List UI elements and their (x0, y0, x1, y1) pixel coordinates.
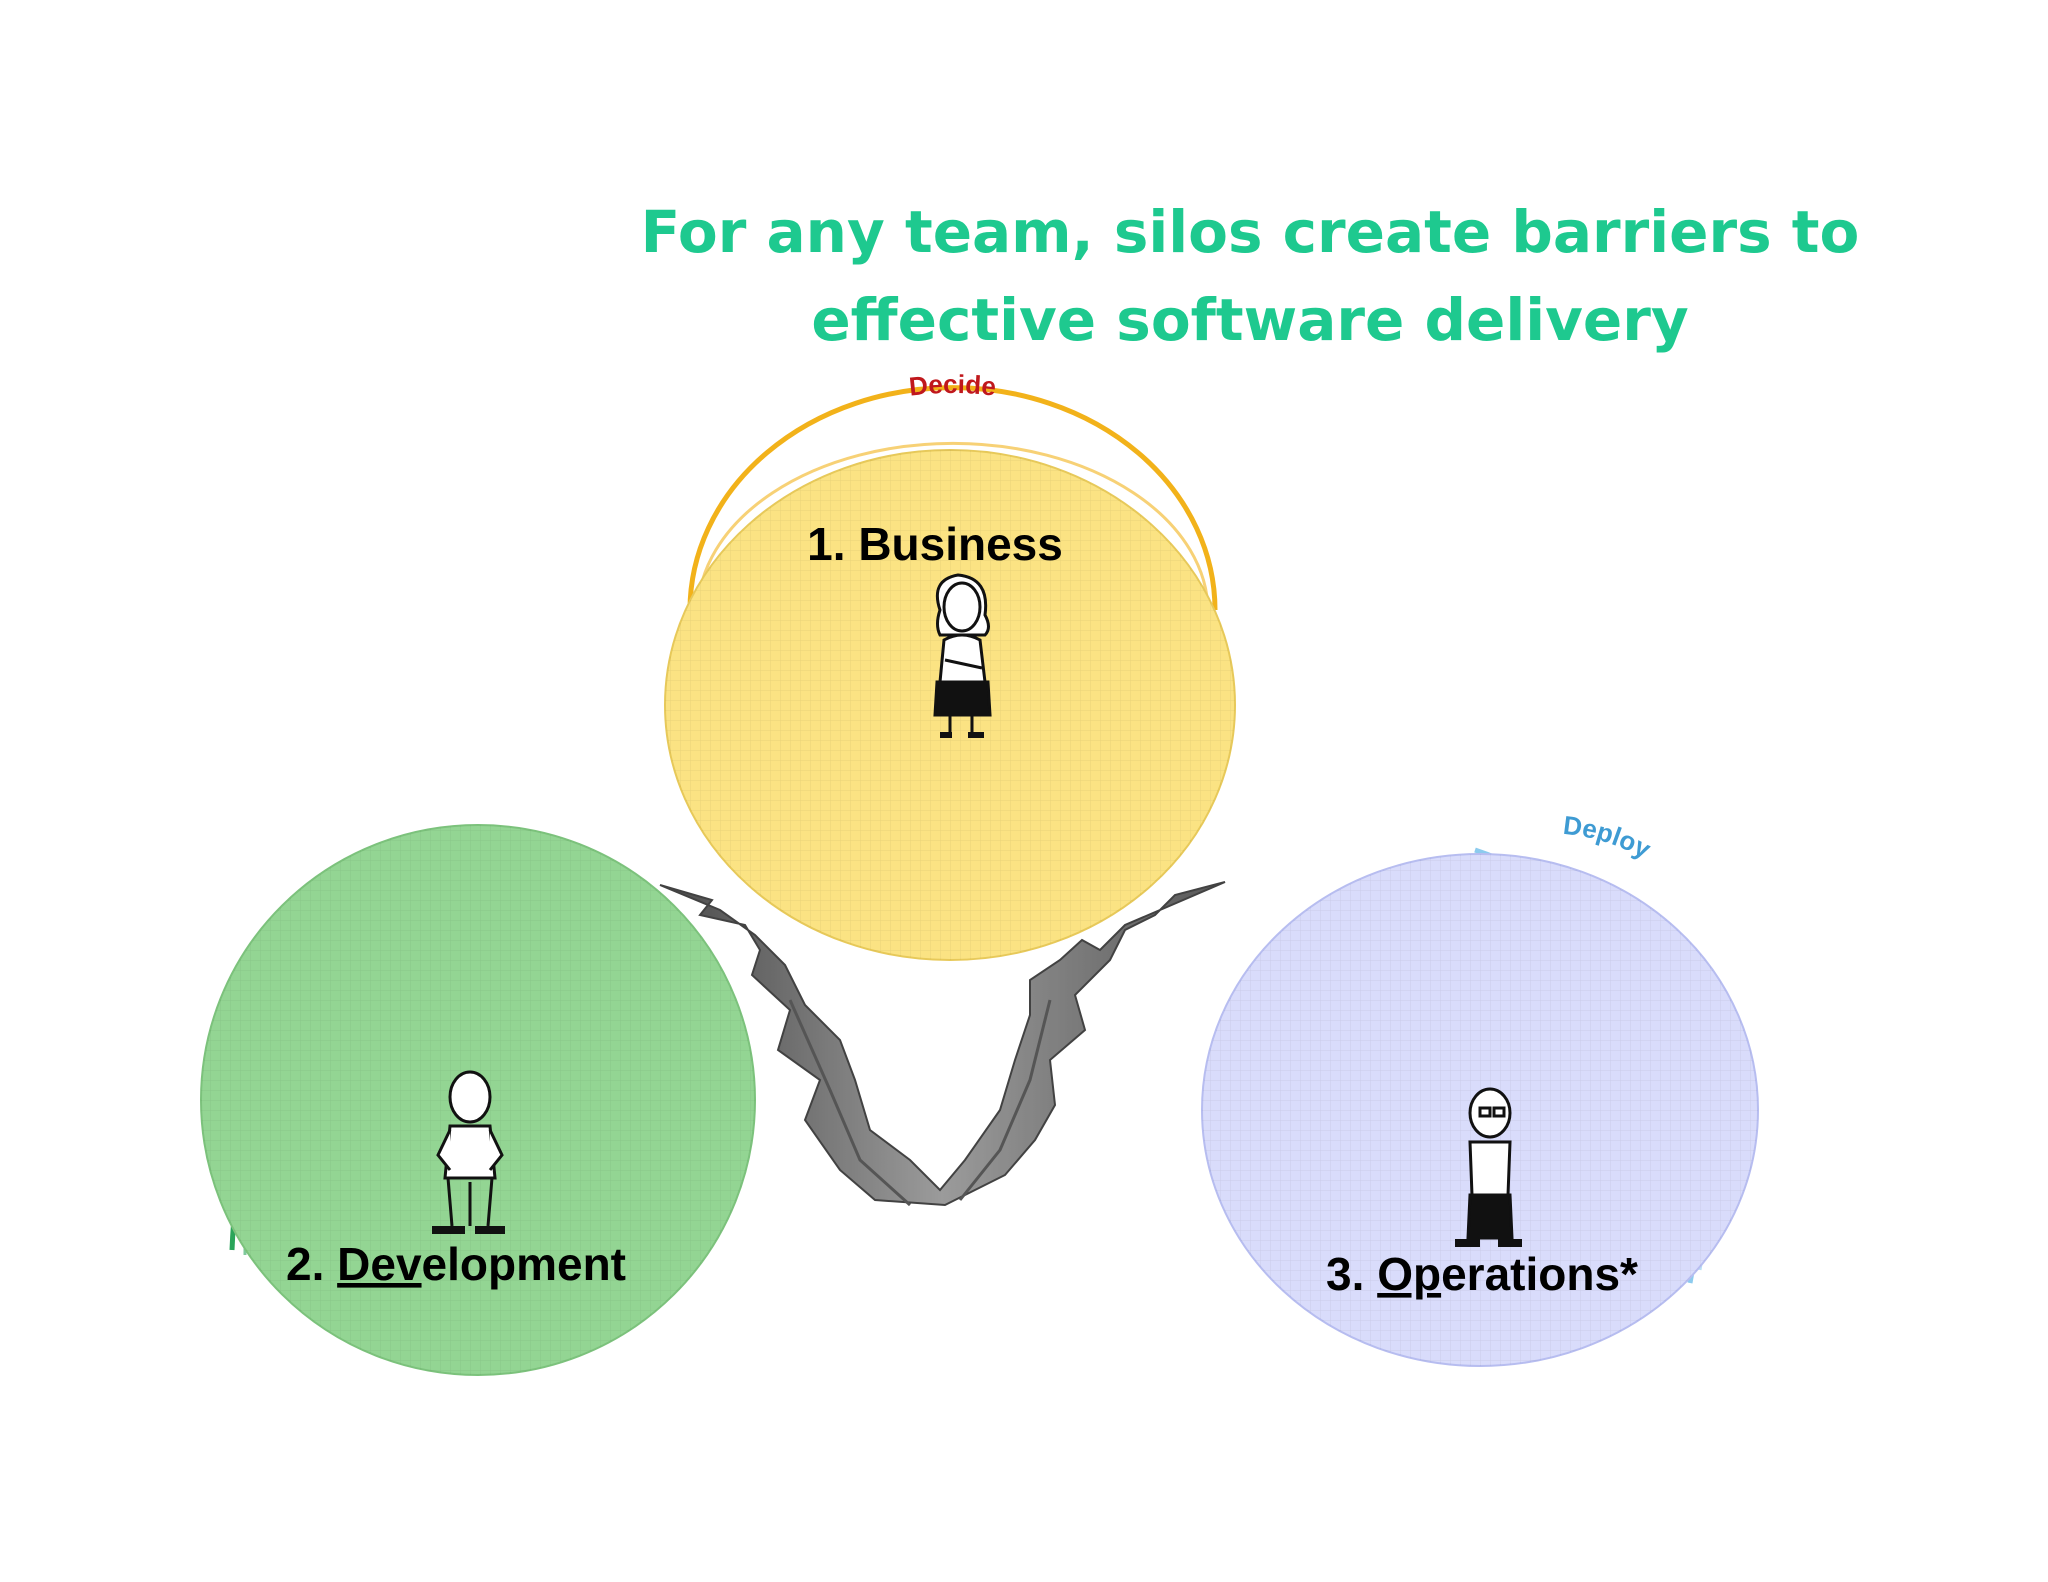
man-with-glasses-icon (1455, 1087, 1522, 1247)
title-line-2: effective software delivery (811, 286, 1689, 354)
operations-label: 3. Operations* (1326, 1248, 1638, 1300)
deploy-label-text: Deploy (1562, 810, 1656, 865)
decide-label-text: Decide (908, 369, 998, 402)
slide-title: For any team, silos create barriers to e… (560, 188, 1940, 364)
business-label: 1. Business (807, 518, 1063, 570)
business-arc (687, 385, 1218, 611)
operations-silo: Deploy 3. Operations* (1201, 810, 1759, 1367)
chasm-crack-icon (659, 881, 1226, 1207)
decide-label: Decide (908, 369, 998, 402)
development-silo: Do 2. Development (200, 824, 756, 1376)
man-hands-on-hips-icon (432, 1070, 505, 1234)
title-line-1: For any team, silos create barriers to (640, 198, 1860, 266)
development-label: 2. Development (286, 1238, 626, 1290)
woman-arms-crossed-icon (933, 573, 992, 738)
business-silo: Decide 1. Business (664, 369, 1236, 961)
deploy-label: Deploy (1562, 810, 1656, 865)
